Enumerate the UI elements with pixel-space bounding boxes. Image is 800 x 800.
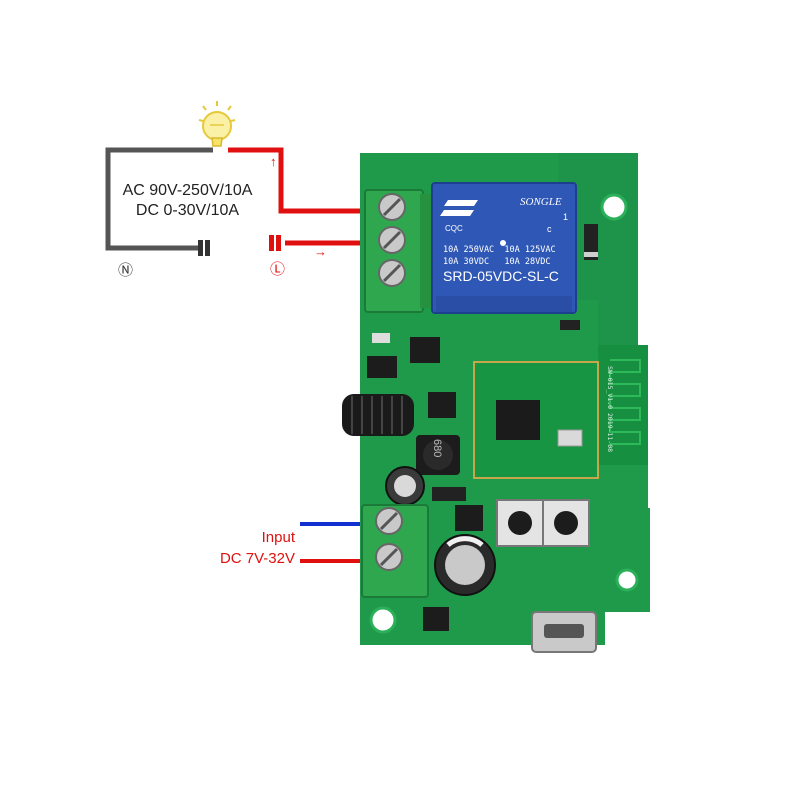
input-terminal-block [361,504,429,598]
capacitor-small [385,466,425,506]
relay-cqc-mark: CQC [445,224,463,233]
smd-part [560,320,580,330]
crystal [557,429,583,447]
live-terminal-mark-2 [276,235,281,251]
mounting-hole [369,606,397,634]
relay-rating-2: 10A 30VDC 10A 28VDC [443,257,550,267]
micro-usb-port[interactable] [531,611,597,653]
capacitor-large [434,534,496,596]
relay-rating-1: 10A 250VAC 10A 125VAC [443,245,556,255]
module-chip [496,400,540,440]
screw-icon [378,259,406,287]
input-voltage: DC 7V-32V [219,550,295,567]
arrow-right-icon: → [314,244,327,259]
wiring-diagram [105,101,368,563]
relay-led-dot [500,240,506,246]
live-wire-upper [228,147,368,214]
wifi-module [473,361,599,479]
relay-brand: SONGLE [520,196,562,208]
pcb-board [342,153,650,653]
input-label-block: Input DC 7V-32V [205,527,295,569]
inductor-code: 680 [431,439,443,457]
live-terminal-mark [269,235,274,251]
smd-part [432,487,466,501]
relay [431,182,577,314]
input-label: Input [261,529,295,546]
ic-chip [455,505,483,531]
screw-icon [378,193,406,221]
screw-icon [378,226,406,254]
dc-rating: DC 0-30V/10A [135,202,240,219]
pcb-right-tab [592,508,650,612]
mounting-hole [615,568,639,592]
neutral-terminal-mark [198,240,203,256]
tactile-button-1[interactable] [496,499,544,547]
live-symbol: Ⓛ [270,261,286,278]
diode-stripe [584,252,598,257]
songle-logo-icon [440,200,478,216]
ic-chip [423,607,449,631]
inductor [416,435,460,475]
relay-c-mark: c [547,224,552,234]
ic-chip [428,392,456,418]
ic-chip [367,356,397,378]
rf-coil [342,394,414,436]
antenna-trace [609,359,641,445]
neutral-symbol: Ⓝ [118,262,134,279]
relay-us-mark: 1 [563,212,568,222]
lightbulb-icon [198,101,236,147]
module-label: SW-015_V1.0 2019-11-08 [606,366,614,452]
mounting-hole [600,193,628,221]
arrow-up-icon: ↑ [270,154,277,169]
tactile-button-2[interactable] [542,499,590,547]
relay-model: SRD-05VDC-SL-C [443,268,559,284]
output-terminal-block [364,189,436,313]
ac-rating: AC 90V-250V/10A [122,182,253,199]
ic-chip [410,337,440,363]
neutral-wire [105,147,213,251]
neutral-terminal-mark-2 [205,240,210,256]
screw-icon [375,507,403,535]
screw-icon [375,543,403,571]
ac-rating-label: AC 90V-250V/10A DC 0-30V/10A [105,181,270,221]
smd-part [372,333,390,343]
diode [584,224,598,260]
